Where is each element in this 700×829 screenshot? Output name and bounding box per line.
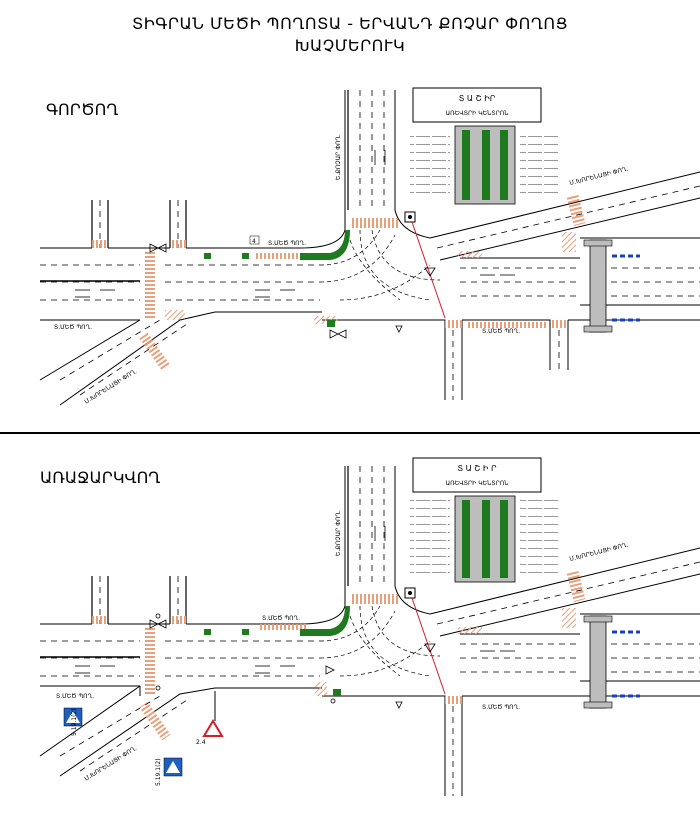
tashir-building-existing: Տ Ա Շ ԻՐ ԱՌԵՎՏՐԻ ԿԵՆՏՐՈՆ — [404, 87, 560, 223]
signal-line-proposed — [411, 597, 446, 695]
building-subtitle: ԱՌԵՎՏՐԻ ԿԵՆՏՐՈՆ — [445, 110, 509, 117]
sign-code-existing: 4 — [252, 238, 256, 245]
label-metsi-top-existing: Տ.ՄԵԾ ՊՈՂ. — [268, 240, 306, 247]
label-metsi-bottom-existing: Տ.ՄԵԾ ՊՈՂ. — [482, 328, 520, 335]
bridge-proposed — [583, 615, 640, 709]
tashir-building-proposed: Տ Ա Շ Ի Ր ԱՌԵՎՏՐԻ ԿԵՆՏՐՈՆ — [404, 457, 560, 599]
existing-plan: Տ Ա Շ ԻՐ ԱՌԵՎՏՐԻ ԿԵՆՏՐՈՆ Ե.ՔՈՉԱՐ ՓՈՂ. Մ.… — [39, 87, 700, 406]
green-markers-proposed — [204, 606, 350, 696]
building-title: Տ Ա Շ ԻՐ — [459, 94, 496, 103]
signal-symbols-proposed — [149, 613, 436, 709]
label-kochar-existing: Ե.ՔՈՉԱՐ ՓՈՂ. — [335, 134, 342, 180]
green-markers-existing — [204, 230, 350, 327]
turn-paths-existing — [319, 229, 441, 301]
signal-line-existing — [411, 221, 446, 319]
signal-symbols-existing — [149, 243, 436, 339]
label-khorenatsi-left-existing: Մ.ԽՈՐԵՆԱՑԻ ՓՈՂ. — [83, 368, 138, 406]
crossing-sign-code-left: 5.19.1(2) — [71, 708, 78, 736]
proposed-section-label: ԱՌԱՋԱՐԿՎՈՂ — [40, 468, 161, 487]
label-kochar-proposed: Ե.ՔՈՉԱՐ ՓՈՂ. — [335, 510, 342, 556]
bridge-existing — [583, 239, 640, 333]
label-metsi-top-proposed: Տ.ՄԵԾ ՊՈՂ. — [262, 615, 300, 622]
lane-arrows-proposed — [75, 526, 515, 674]
proposed-plan: Տ Ա Շ Ի Ր ԱՌԵՎՏՐԻ ԿԵՆՏՐՈՆ Ե.ՔՈՉԱՐ ՓՈՂ. Մ… — [39, 457, 700, 796]
building-subtitle: ԱՌԵՎՏՐԻ ԿԵՆՏՐՈՆ — [445, 480, 509, 487]
label-khorenatsi-right-existing: Մ.ԽՈՐԵՆԱՑԻ ՓՈՂ. — [569, 166, 629, 187]
page-title-line1: ՏԻԳՐԱՆ ՄԵԾԻ ՊՈՂՈՏԱ - ԵՐՎԱՆԴ ՔՈՉԱՐ ՓՈՂՈՑ — [131, 14, 569, 33]
yield-sign-proposed: 2.4 — [196, 719, 224, 746]
yield-sign-code: 2.4 — [196, 739, 206, 746]
crossing-sign-code-right: 5.19.1(2) — [155, 758, 162, 786]
lane-dashes-proposed — [40, 466, 700, 796]
page-title-line2: ԽԱՉՄԵՐՈՒԿ — [294, 36, 406, 55]
lane-dashes-existing — [40, 90, 700, 400]
main-road-proposed — [39, 466, 700, 796]
label-metsi-bottom-proposed: Տ.ՄԵԾ ՊՈՂ. — [482, 704, 520, 711]
crossing-sign-left-proposed: 5.19.1(2) — [63, 707, 83, 736]
crossing-sign-right-proposed: 5.19.1(2) — [155, 757, 183, 786]
label-khorenatsi-right-proposed: Մ.ԽՈՐԵՆԱՑԻ ՓՈՂ. — [569, 542, 629, 563]
crosswalks-proposed — [92, 569, 586, 741]
label-metsi-left-existing: Տ.ՄԵԾ ՊՈՂ. — [54, 324, 92, 331]
crosswalks-existing — [92, 193, 586, 372]
label-metsi-left-proposed: Տ.ՄԵԾ ՊՈՂ. — [56, 693, 94, 700]
lane-arrows-existing — [75, 150, 515, 298]
turn-paths-proposed — [319, 605, 441, 677]
section-divider — [0, 432, 700, 434]
existing-section-label: ԳՈՐԾՈՂ — [46, 100, 119, 119]
building-title: Տ Ա Շ Ի Ր — [457, 464, 497, 473]
